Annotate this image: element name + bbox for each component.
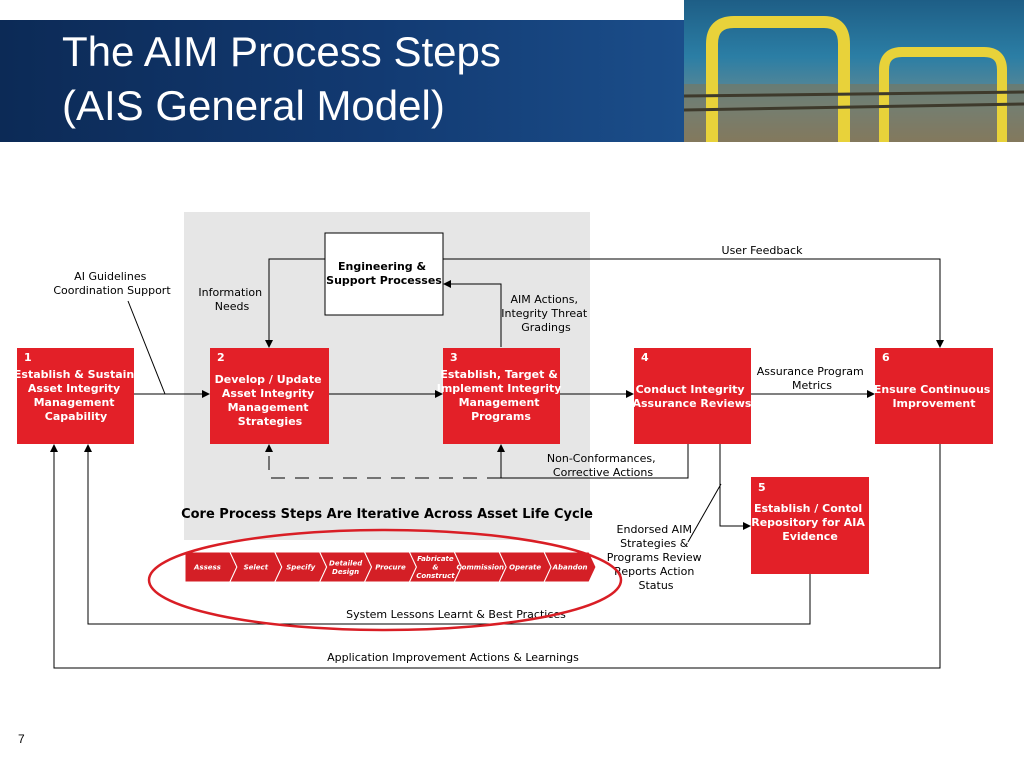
step-box-2: 2 Develop / Update Asset Integrity Manag… <box>210 348 329 444</box>
arrow-user-feedback <box>443 258 944 348</box>
step-label-line: Repository for AIA <box>751 516 865 529</box>
lifecycle-stage-label: Fabricate&Construct <box>416 555 455 580</box>
lifecycle-stage-label: Commission <box>457 564 504 572</box>
step-label-line: Implement Integrity <box>437 382 562 395</box>
arrow-4-to-5 <box>719 444 751 530</box>
engineering-line: Engineering & <box>338 260 426 273</box>
step-label-line: Strategies <box>238 415 303 428</box>
step-label-line: Management <box>228 401 309 414</box>
endorsed-pointer <box>687 483 722 543</box>
user-feedback-label: User Feedback <box>722 244 804 257</box>
step-label-line: Establish, Target & <box>440 368 558 381</box>
step-box-1: 1 Establish & Sustain Asset Integrity Ma… <box>14 348 138 444</box>
step-box-4: 4 Conduct Integrity Assurance Reviews <box>633 348 752 444</box>
step-label-line: Establish / Contol <box>754 502 862 515</box>
lifecycle-highlight-ellipse <box>147 528 623 632</box>
ai-guidelines-pointer <box>127 300 166 395</box>
engineering-line: Support Processes <box>326 274 442 287</box>
arrow-information-needs <box>265 258 325 348</box>
step-number: 3 <box>450 351 458 364</box>
step-label-line: Establish & Sustain <box>14 368 134 381</box>
step-label-line: Conduct Integrity <box>636 383 745 396</box>
step-label-line: Develop / Update <box>215 373 322 386</box>
slide-title-line1: The AIM Process Steps <box>62 28 501 75</box>
lifecycle-stage-label: Assess <box>193 564 221 572</box>
pipeline-illustration <box>684 16 1024 142</box>
step-number: 5 <box>758 481 766 494</box>
step-label-line: Asset Integrity <box>222 387 314 400</box>
step-label-line: Ensure Continuous <box>874 383 991 396</box>
improvement-label: Application Improvement Actions & Learni… <box>327 651 579 664</box>
arrow-lessons-learnt <box>84 444 811 625</box>
lifecycle-stage-label: Select <box>244 564 269 572</box>
svg-text:Establish, Target & Impl: Establish, Target & Implement Integrity … <box>437 368 566 423</box>
core-process-caption: Core Process Steps Are Iterative Across … <box>181 507 593 522</box>
engineering-support-box: Engineering & Support Processes <box>324 232 444 316</box>
non-conformances-label: Non-Conformances, Corrective Actions <box>547 452 659 479</box>
step-label-line: Evidence <box>782 530 838 543</box>
step-number: 6 <box>882 351 890 364</box>
svg-text:Establish & Sustain Asse: Establish & Sustain Asset Integrity Mana… <box>14 368 138 423</box>
svg-text:Engineering & Support Pr: Engineering & Support Processes <box>326 260 442 287</box>
arrow-aim-actions <box>443 280 502 347</box>
step-label-line: Management <box>459 396 540 409</box>
lifecycle-stage-label: Procure <box>375 564 406 572</box>
step-label-line: Improvement <box>892 397 975 410</box>
information-needs-label: Information Needs <box>198 286 265 313</box>
endorsed-label: Endorsed AIM Strategies & Programs Revie… <box>607 523 705 592</box>
step-box-3: 3 Establish, Target & Implement Integrit… <box>437 348 566 444</box>
aim-actions-label: AIM Actions, Integrity Threat Gradings <box>501 293 590 334</box>
step-number: 1 <box>24 351 32 364</box>
iterative-dashed-arrow <box>265 444 501 479</box>
step-number: 2 <box>217 351 225 364</box>
assurance-metrics-label: Assurance Program Metrics <box>757 365 867 392</box>
lifecycle-stage-label: Specify <box>286 564 315 572</box>
step-label-line: Management <box>34 396 115 409</box>
slide-title-line2: (AIS General Model) <box>62 82 445 129</box>
svg-text:Establish / Contol Repo: Establish / Contol Repository for AIA Ev… <box>751 502 868 543</box>
banner-photo <box>684 0 1024 142</box>
ai-guidelines-label: AI Guidelines Coordination Support <box>53 270 171 297</box>
svg-text:Conduct Integrity Assura: Conduct Integrity Assurance Reviews <box>633 383 752 410</box>
title-banner <box>0 20 684 142</box>
step-label-line: Programs <box>471 410 531 423</box>
step-label-line: Assurance Reviews <box>633 397 752 410</box>
svg-text:Ensure Continuous Improv: Ensure Continuous Improvement <box>874 383 994 410</box>
step-label-line: Capability <box>45 410 107 423</box>
svg-text:Develop / Update Asset I: Develop / Update Asset Integrity Managem… <box>215 373 326 428</box>
arrow-improvement <box>50 444 941 669</box>
lifecycle-stage-label: Operate <box>509 564 541 572</box>
lessons-learnt-label: System Lessons Learnt & Best Practices <box>346 608 566 621</box>
step-number: 4 <box>641 351 649 364</box>
step-box-6: 6 Ensure Continuous Improvement <box>874 348 994 444</box>
step-box-5: 5 Establish / Contol Repository for AIA … <box>751 477 869 574</box>
step-label-line: Asset Integrity <box>28 382 120 395</box>
lifecycle-chevron <box>543 551 597 583</box>
page-number: 7 <box>18 732 25 746</box>
lifecycle-stage-label: Abandon <box>552 564 588 572</box>
arrow-non-conformances <box>497 444 689 479</box>
